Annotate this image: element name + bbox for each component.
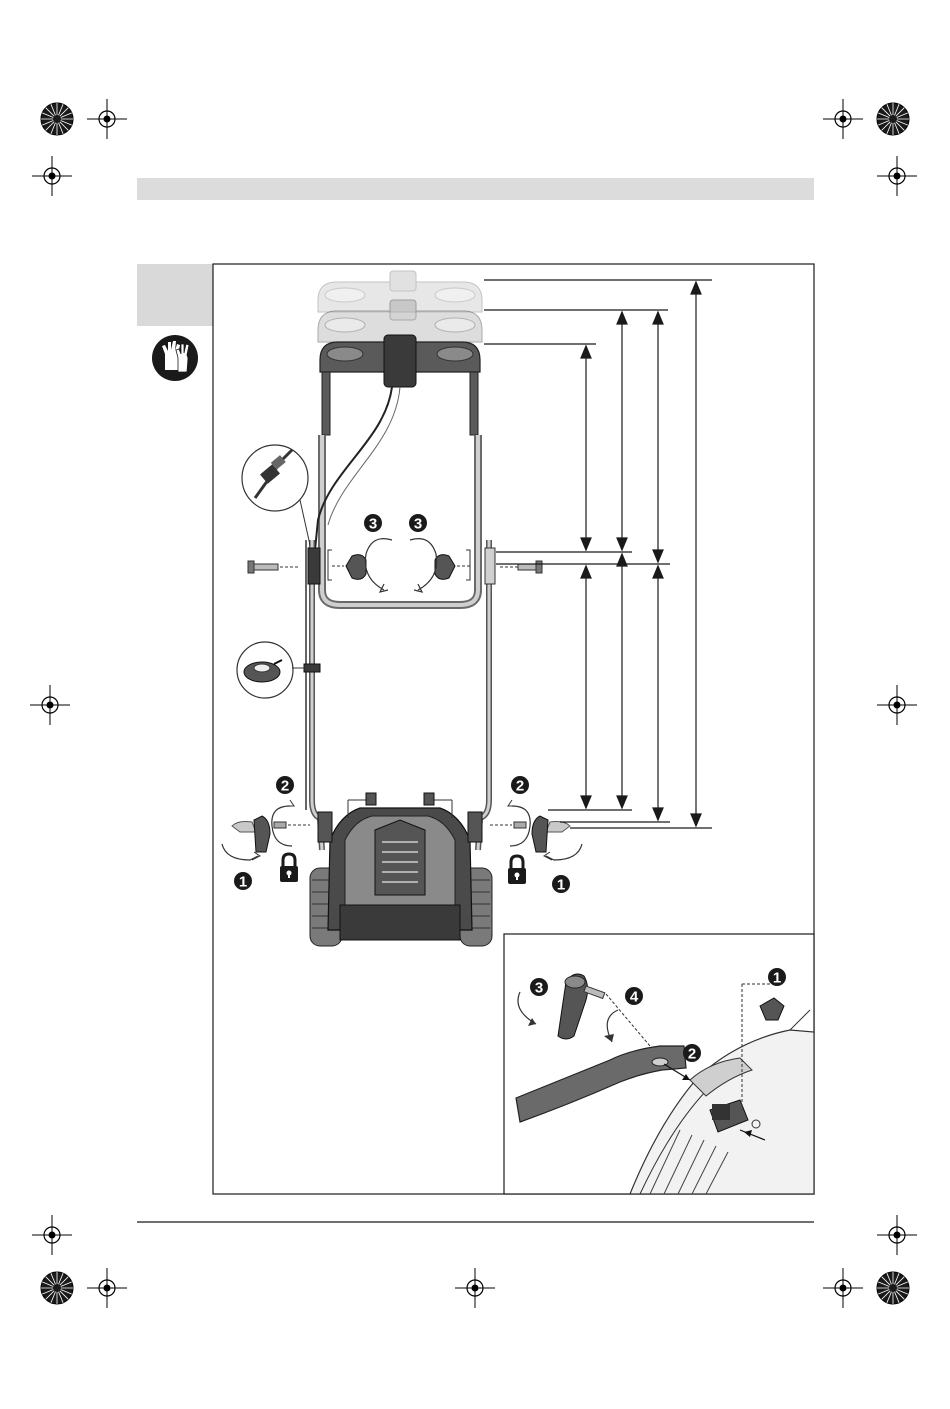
crosshair-target-icon	[877, 685, 917, 725]
crosshair-target-icon	[32, 156, 72, 196]
lower-handle-rods	[304, 540, 495, 850]
svg-text:2: 2	[516, 778, 524, 795]
crosshair-target-icon	[455, 1268, 495, 1308]
star-mark-icon	[41, 1272, 73, 1304]
bolt-right	[500, 561, 542, 573]
mower-body	[310, 793, 492, 946]
crosshair-target-icon	[823, 99, 863, 139]
crosshair-target-icon	[87, 99, 127, 139]
crosshair-target-icon	[823, 1268, 863, 1308]
svg-text:2: 2	[688, 1046, 696, 1063]
star-mark-icon	[877, 103, 909, 135]
svg-text:3: 3	[369, 516, 377, 533]
svg-text:2: 2	[281, 778, 289, 795]
padlock-icon	[280, 854, 298, 882]
crosshair-target-icon	[877, 156, 917, 196]
svg-text:1: 1	[557, 877, 565, 894]
crosshair-target-icon	[32, 1215, 72, 1255]
padlock-icon	[508, 856, 526, 884]
svg-text:4: 4	[630, 989, 639, 1006]
clip-knob-left	[328, 539, 392, 592]
gloves-icon	[152, 335, 198, 381]
crosshair-target-icon	[30, 685, 70, 725]
crosshair-target-icon	[87, 1268, 127, 1308]
cable-connector-zoom	[242, 445, 310, 545]
star-mark-icon	[41, 103, 73, 135]
knob-assembly-right	[490, 800, 582, 860]
header-band	[137, 178, 814, 200]
upper-handle	[314, 335, 480, 605]
step-bubble-right-knob: 1	[552, 875, 570, 894]
step-bubble-left-knob: 1	[234, 872, 252, 891]
crosshair-target-icon	[877, 1215, 917, 1255]
svg-text:3: 3	[414, 516, 422, 533]
section-tab	[137, 264, 213, 326]
step-bubble-cable-left: 3	[364, 514, 382, 533]
svg-text:1: 1	[239, 874, 247, 891]
step-bubble-left-rotate: 2	[276, 776, 294, 795]
svg-text:1: 1	[773, 970, 781, 987]
star-mark-icon	[877, 1272, 909, 1304]
clip-knob-right	[410, 539, 470, 592]
cable-clip-zoom	[237, 642, 306, 698]
bolt-left	[248, 561, 298, 573]
height-dimension-lines	[484, 280, 712, 828]
step-bubble-right-rotate: 2	[511, 776, 529, 795]
step-bubble-cable-right: 3	[409, 514, 427, 533]
svg-text:3: 3	[535, 980, 543, 997]
knob-assembly-left	[222, 800, 310, 860]
